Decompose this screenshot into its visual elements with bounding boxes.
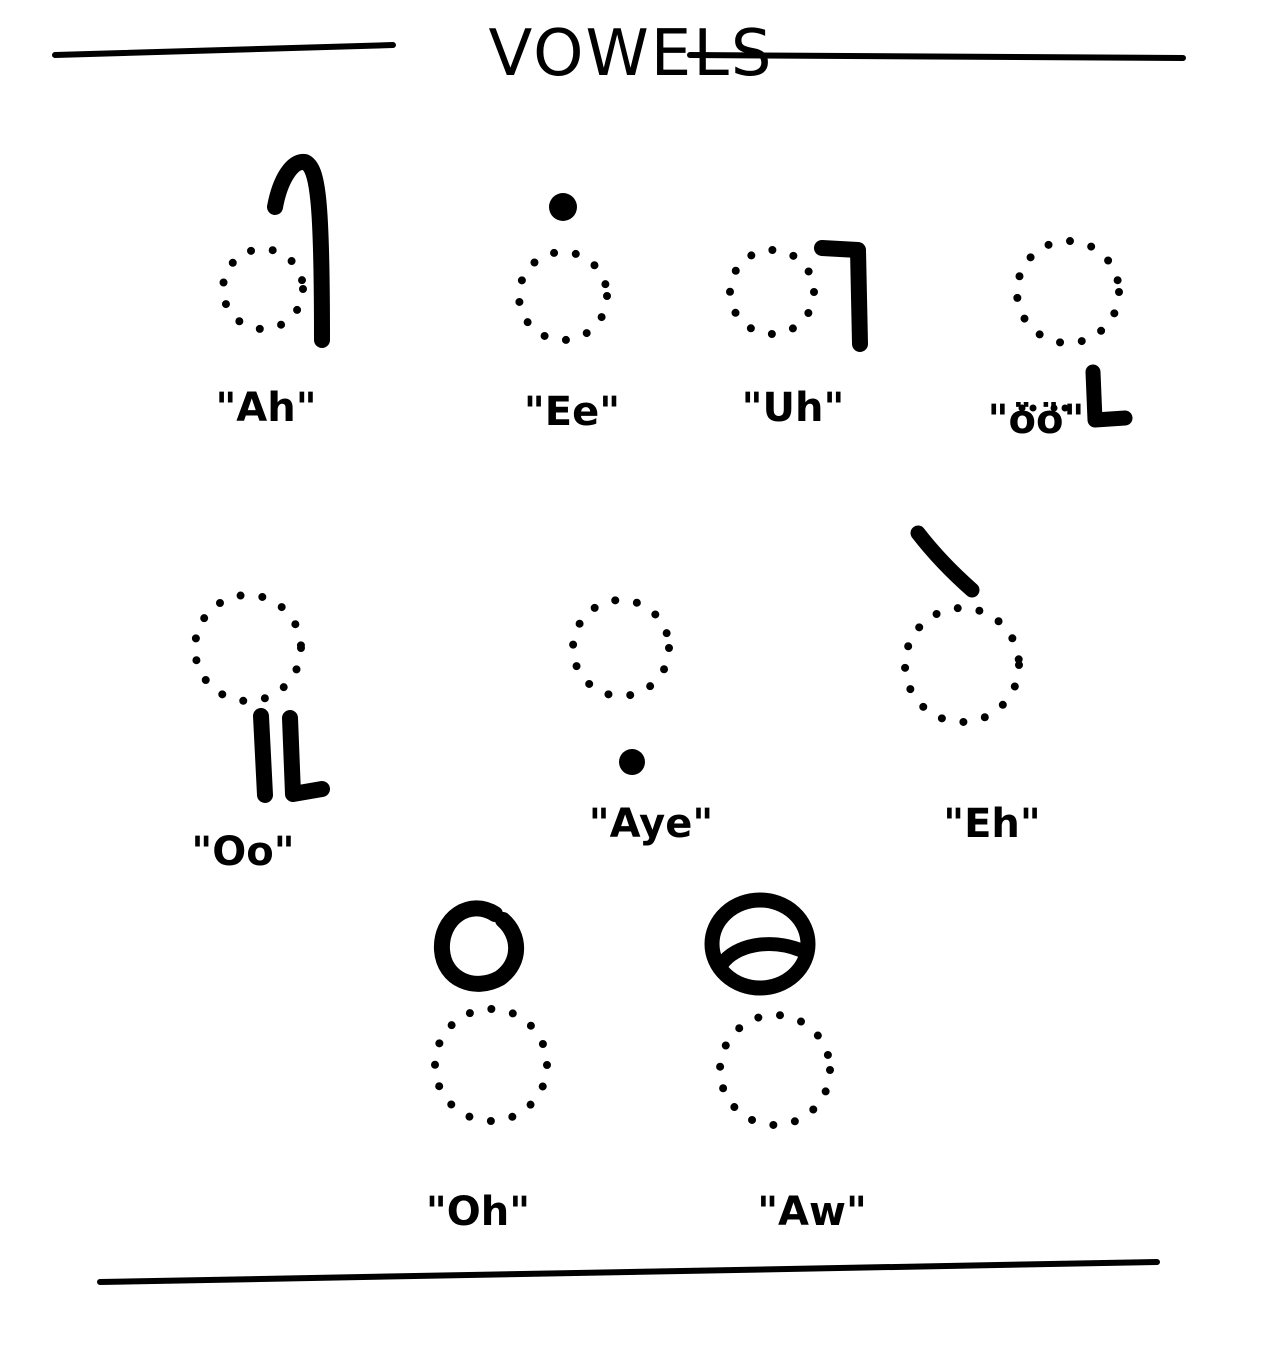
dot-mark bbox=[1050, 404, 1058, 412]
glyph-ee bbox=[515, 193, 611, 344]
hook-stroke bbox=[814, 240, 868, 352]
dotted-circle bbox=[569, 596, 673, 700]
dotted-circle bbox=[1013, 237, 1123, 347]
dotted-circle bbox=[219, 245, 307, 333]
dotted-circle bbox=[191, 591, 305, 705]
hook-stroke bbox=[267, 154, 330, 348]
vowel-label-oh: "Oh" bbox=[425, 1189, 531, 1235]
dot-mark bbox=[1061, 404, 1069, 412]
vowel-label-oo: "Oo" bbox=[191, 829, 295, 875]
vowel-label-eh: "Eh" bbox=[943, 801, 1041, 847]
dotted-circle bbox=[726, 246, 818, 338]
header-rule-left bbox=[52, 42, 396, 58]
vowel-label-uh: "Uh" bbox=[741, 385, 845, 431]
glyph-oeoe bbox=[1013, 237, 1133, 428]
glyph-oo bbox=[191, 591, 330, 803]
vowel-label-ah: "Ah" bbox=[215, 385, 317, 431]
dotted-circle bbox=[431, 1005, 551, 1125]
dotted-circle bbox=[515, 248, 611, 344]
diagonal-stroke bbox=[910, 525, 980, 598]
glyph-oh bbox=[431, 900, 551, 1125]
vowel-label-oeoe: "öö" bbox=[987, 397, 1085, 443]
glyph-ah bbox=[219, 154, 330, 348]
dot-mark bbox=[619, 749, 645, 775]
ring-stroke bbox=[704, 892, 816, 996]
vowel-label-aye: "Aye" bbox=[588, 801, 714, 847]
vertical-stroke bbox=[253, 708, 273, 803]
dot-mark bbox=[549, 193, 577, 221]
dotted-circle bbox=[901, 604, 1023, 726]
footer-rule bbox=[97, 1259, 1160, 1285]
page-title: VOWELS bbox=[488, 17, 774, 91]
header-rule-right bbox=[687, 52, 1186, 61]
dot-mark bbox=[1018, 404, 1026, 412]
l-stroke bbox=[282, 710, 330, 802]
ring-stroke bbox=[433, 900, 524, 992]
glyph-eh bbox=[901, 525, 1023, 726]
glyph-uh bbox=[726, 240, 868, 352]
dotted-circle bbox=[716, 1011, 834, 1129]
glyph-aw bbox=[704, 892, 834, 1129]
glyph-aye bbox=[569, 596, 673, 775]
vowel-label-ee: "Ee" bbox=[523, 389, 621, 435]
inner-arc bbox=[715, 937, 807, 971]
dot-mark bbox=[1029, 404, 1037, 412]
vowel-label-aw: "Aw" bbox=[757, 1189, 867, 1235]
l-stroke bbox=[1085, 364, 1133, 428]
